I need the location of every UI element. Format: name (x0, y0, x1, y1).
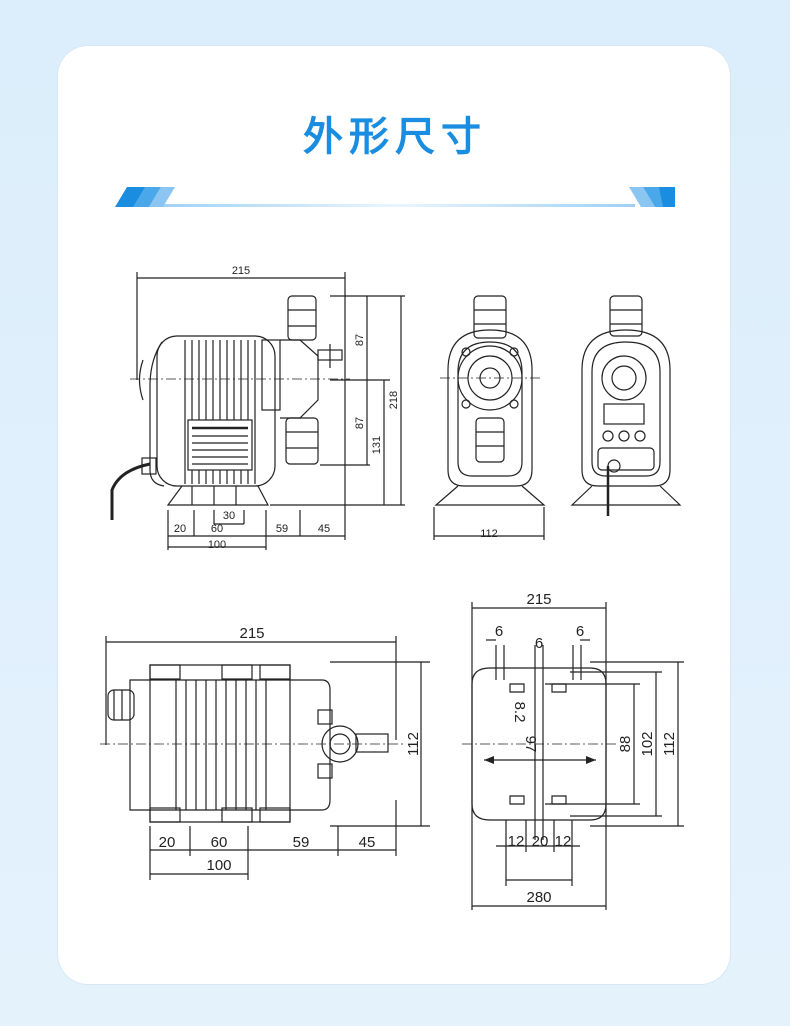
dim-front-112: 112 (480, 528, 498, 540)
dim-base-8-2: 8.2 (511, 702, 528, 723)
dim-base-102: 102 (639, 731, 656, 756)
dim-base-6c: 6 (576, 623, 584, 640)
dim-top-45: 45 (359, 834, 376, 851)
dim-side-45: 45 (318, 523, 330, 535)
content-card (58, 46, 730, 984)
dim-side-30: 30 (223, 510, 235, 522)
dim-base-6b: 6 (535, 635, 543, 652)
dim-side-87b: 87 (354, 417, 366, 429)
dim-base-12b: 12 (555, 833, 572, 850)
dim-top-100: 100 (206, 857, 231, 874)
dim-top-60: 60 (211, 834, 228, 851)
dim-top-215: 215 (239, 625, 264, 642)
dim-base-88: 88 (617, 736, 634, 753)
dim-top-59: 59 (293, 834, 310, 851)
dim-base-280: 280 (526, 889, 551, 906)
front-view (433, 295, 546, 540)
dim-side-59: 59 (276, 523, 288, 535)
dim-base-12a: 12 (508, 833, 525, 850)
dim-base-97: 97 (522, 736, 539, 753)
dim-top-20: 20 (159, 834, 176, 851)
page-title: 外形尺寸 (303, 114, 487, 160)
dim-top-112: 112 (405, 732, 422, 756)
title-divider (115, 187, 675, 207)
dim-side-100: 100 (208, 539, 226, 551)
dim-side-87a: 87 (354, 334, 366, 346)
dim-side-131: 131 (371, 436, 383, 454)
top-view (100, 636, 430, 880)
base-view (462, 602, 684, 910)
dim-side-20: 20 (174, 523, 186, 535)
control-panel-view (570, 295, 682, 516)
dim-side-60: 60 (211, 523, 223, 535)
dim-base-20: 20 (532, 833, 549, 850)
dim-side-215: 215 (232, 265, 250, 277)
dim-base-112: 112 (661, 732, 678, 756)
side-view (110, 272, 405, 550)
dim-base-215: 215 (526, 591, 551, 608)
dim-side-218: 218 (388, 391, 400, 409)
dim-base-6a: 6 (495, 623, 503, 640)
